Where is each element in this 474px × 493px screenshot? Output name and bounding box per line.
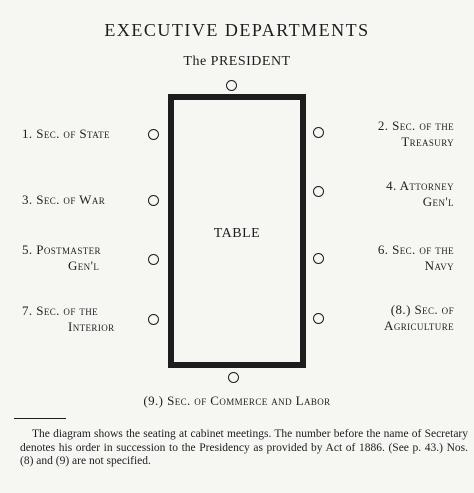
seat-label-postmaster-general: 5. Postmaster Gen'l: [22, 242, 101, 273]
seat-sec-state: [148, 129, 159, 140]
seat-label-sec-commerce-labor: (9.) Sec. of Commerce and Labor: [143, 393, 331, 408]
seat-sec-war: [148, 195, 159, 206]
footnote-text: The diagram shows the seating at cabinet…: [20, 428, 468, 467]
president-label: The PRESIDENT: [183, 54, 291, 69]
seat-postmaster-general: [148, 254, 159, 265]
seat-label-sec-treasury: 2. Sec. of the Treasury: [377, 118, 454, 149]
seat-label-sec-state: 1. Sec. of State: [22, 126, 110, 141]
seat-sec-navy: [313, 253, 324, 264]
seat-label-sec-navy: 6. Sec. of the Navy: [377, 242, 454, 273]
seat-sec-treasury: [313, 127, 324, 138]
table-label: TABLE: [213, 226, 261, 241]
diagram-title: EXECUTIVE DEPARTMENTS: [104, 20, 370, 40]
seat-sec-commerce-labor: [228, 372, 239, 383]
seat-president: [226, 80, 237, 91]
seat-sec-interior: [148, 314, 159, 325]
footnote-rule: [14, 418, 66, 419]
seat-label-sec-war: 3. Sec. of War: [22, 192, 106, 207]
cabinet-table: [168, 94, 306, 368]
seat-label-sec-agriculture: (8.) Sec. of Agriculture: [384, 302, 454, 333]
seat-attorney-general: [313, 186, 324, 197]
seat-label-attorney-general: 4. Attorney Gen'l: [386, 178, 454, 209]
seat-label-sec-interior: 7. Sec. of the Interior: [22, 303, 115, 334]
seat-sec-agriculture: [313, 313, 324, 324]
